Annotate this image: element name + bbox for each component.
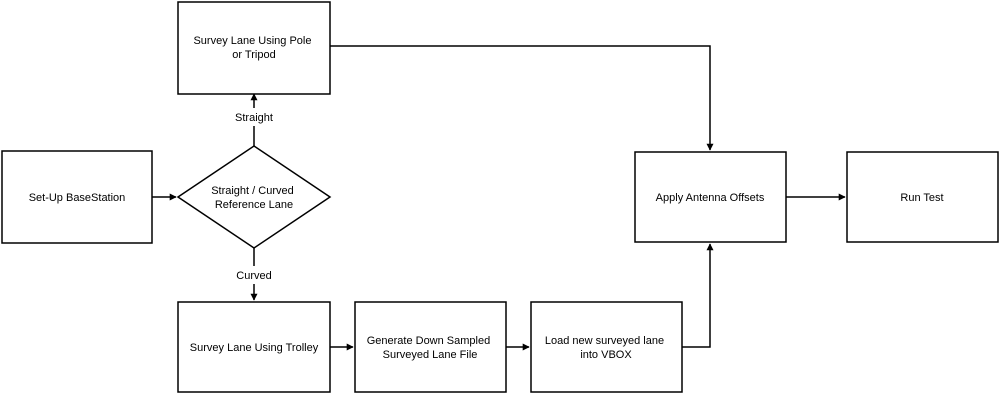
- node-survey-pole: Survey Lane Using Pole or Tripod: [177, 1, 331, 95]
- node-decision-lane-type: Straight / Curved Reference Lane: [176, 145, 332, 249]
- edge-label-straight: Straight: [235, 112, 273, 124]
- node-apply-antenna-offsets: Apply Antenna Offsets: [634, 151, 787, 243]
- node-survey-trolley: Survey Lane Using Trolley: [177, 301, 331, 393]
- node-generate-label: Generate Down Sampled Surveyed Lane File: [367, 335, 494, 361]
- node-generate-file: Generate Down Sampled Surveyed Lane File: [354, 301, 507, 393]
- node-load-label: Load new surveyed lane into VBOX: [545, 335, 667, 361]
- edge-load-to-antenna: [682, 243, 714, 348]
- node-antenna-label: Apply Antenna Offsets: [656, 192, 765, 204]
- node-setup-label: Set-Up BaseStation: [29, 192, 126, 204]
- node-load-vbox: Load new surveyed lane into VBOX: [530, 301, 683, 393]
- node-run-test: Run Test: [846, 151, 999, 243]
- node-pole-label: Survey Lane Using Pole or Tripod: [193, 35, 314, 61]
- edge-label-curved: Curved: [236, 270, 271, 282]
- node-decision-label: Straight / Curved Reference Lane: [211, 185, 297, 211]
- edge-pole-to-antenna: [330, 45, 714, 151]
- node-setup-basestation: Set-Up BaseStation: [1, 150, 153, 244]
- node-trolley-label: Survey Lane Using Trolley: [190, 342, 319, 354]
- node-run-label: Run Test: [900, 192, 943, 204]
